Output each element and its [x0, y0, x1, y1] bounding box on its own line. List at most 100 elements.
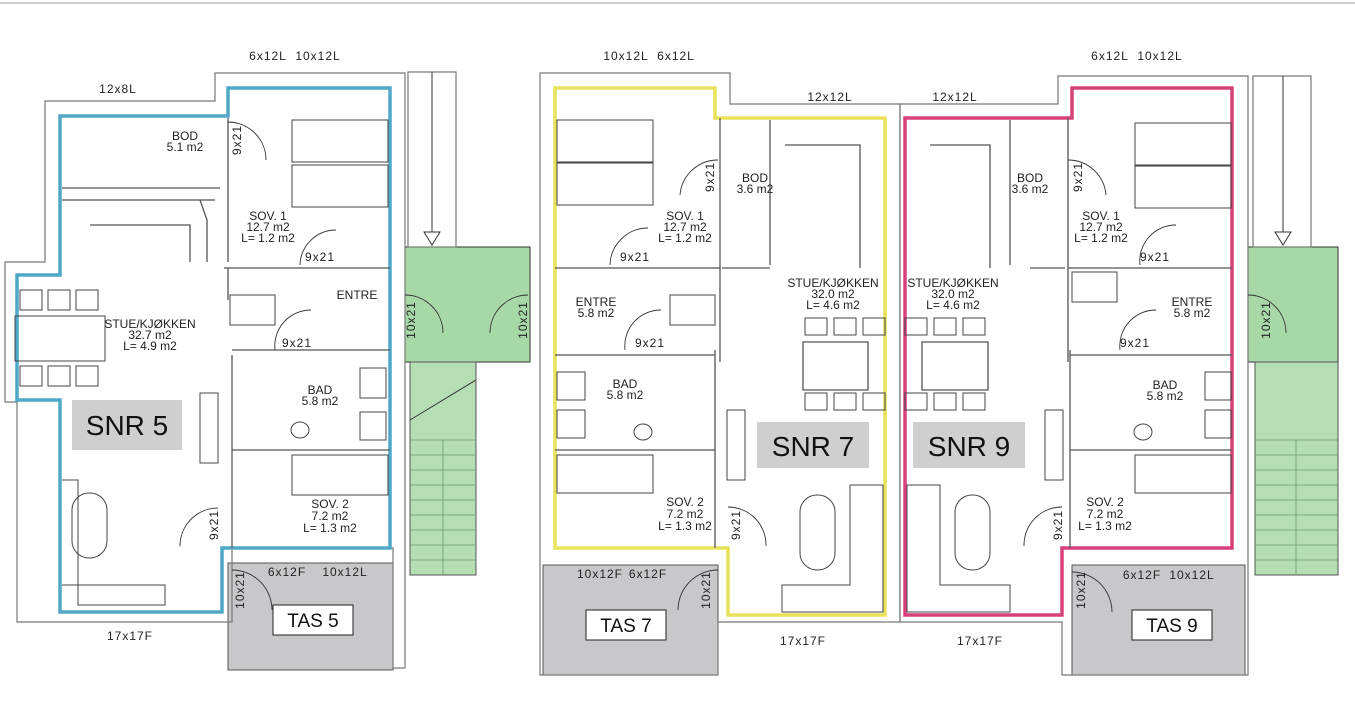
- room-name-sov1: SOV. 1: [1082, 209, 1120, 223]
- door-label: 9x21: [1140, 250, 1170, 264]
- room-storage-stue: L= 4.9 m2: [123, 339, 177, 353]
- interior-walls: [62, 118, 1232, 548]
- room-area-entre: 5.8 m2: [1174, 306, 1211, 320]
- room-name-bod: BOD: [742, 171, 768, 185]
- room-name-sov1: SOV. 1: [666, 209, 704, 223]
- unit-5: 12x8L 6x12L 10x12L BOD 5.1 m2 SOV. 1 12.…: [72, 49, 530, 643]
- terrace-label: TAS 9: [1146, 616, 1197, 637]
- door-label: 10x21: [699, 571, 713, 609]
- unit-label: SNR 7: [772, 431, 854, 462]
- unit-label-box: [757, 422, 869, 468]
- entry-landing-5-7: [404, 71, 531, 576]
- door-label: 9x21: [635, 336, 665, 350]
- room-name-entre: ENTRE: [337, 288, 378, 302]
- unit-label: SNR 5: [86, 410, 168, 441]
- window-label: 17x17F: [107, 629, 153, 643]
- window-label: 10x12F: [577, 567, 623, 581]
- room-storage-sov2: L= 1.3 m2: [1078, 519, 1132, 533]
- terrace-label-box: [585, 609, 667, 641]
- room-name-stue: STUE/KJØKKEN: [787, 276, 878, 290]
- window-label: 6x12L: [657, 49, 695, 63]
- window-label: 10x12L: [1169, 568, 1214, 582]
- door-label: 9x21: [305, 250, 335, 264]
- room-storage-sov2: L= 1.3 m2: [303, 521, 357, 535]
- room-storage-stue: L= 4.6 m2: [926, 298, 980, 312]
- door-label: 10x21: [1259, 301, 1273, 339]
- room-name-stue: STUE/KJØKKEN: [907, 276, 998, 290]
- door-label: 9x21: [703, 162, 717, 192]
- door-label: 9x21: [1051, 510, 1065, 540]
- door-label: 9x21: [729, 510, 743, 540]
- unit-5-outline: [15, 86, 392, 614]
- door-label: 10x21: [233, 571, 247, 609]
- room-storage-sov1: L= 1.2 m2: [1074, 231, 1128, 245]
- room-name-bad: BAD: [308, 383, 333, 397]
- furniture: [14, 119, 1232, 613]
- door-label: 10x21: [516, 301, 530, 339]
- window-label: 6x12F: [629, 567, 667, 581]
- room-area-bod: 3.6 m2: [1012, 182, 1049, 196]
- room-storage-sov1: L= 1.2 m2: [241, 231, 295, 245]
- door-label: 9x21: [620, 250, 650, 264]
- room-name-entre: ENTRE: [1172, 295, 1213, 309]
- unit-9-outline: [903, 86, 1234, 617]
- entry-landing-9: [1247, 75, 1339, 576]
- window-label: 10x12L: [322, 565, 367, 579]
- room-area-sov1: 12.7 m2: [663, 220, 707, 234]
- unit-label-box: [913, 422, 1025, 468]
- window-label: 6x12F: [1123, 568, 1161, 582]
- room-name-bad: BAD: [613, 377, 638, 391]
- room-name-sov2: SOV. 2: [1086, 495, 1124, 509]
- room-area-stue: 32.0 m2: [811, 287, 855, 301]
- room-area-sov1: 12.7 m2: [1079, 220, 1123, 234]
- room-area-bad: 5.8 m2: [302, 394, 339, 408]
- room-area-stue: 32.7 m2: [128, 328, 172, 342]
- unit-9: 12x12L 6x12L 10x12L BOD 3.6 m2 SOV. 1 12…: [907, 49, 1273, 648]
- window-label: 6x12F: [268, 565, 306, 579]
- room-name-sov2: SOV. 2: [666, 495, 704, 509]
- door-label: 9x21: [282, 336, 312, 350]
- door-label: 9x21: [207, 510, 221, 540]
- room-name-stue: STUE/KJØKKEN: [104, 317, 195, 331]
- window-label: 12x8L: [99, 82, 137, 96]
- room-area-bad: 5.8 m2: [1147, 389, 1184, 403]
- door-label: 10x21: [404, 301, 418, 339]
- room-name-entre: ENTRE: [576, 295, 617, 309]
- unit-label-box: [72, 400, 182, 450]
- door-label: 9x21: [230, 125, 244, 155]
- unit-label: SNR 9: [928, 431, 1010, 462]
- room-name-sov2: SOV. 2: [311, 497, 349, 511]
- window-label: 10x12L: [603, 49, 648, 63]
- room-storage-sov1: L= 1.2 m2: [658, 231, 712, 245]
- room-name-bad: BAD: [1153, 378, 1178, 392]
- room-storage-stue: L= 4.6 m2: [806, 298, 860, 312]
- room-area-bod: 5.1 m2: [167, 140, 204, 154]
- room-area-sov1: 12.7 m2: [246, 220, 290, 234]
- window-label: 10x12L: [1137, 49, 1182, 63]
- room-name-bod: BOD: [1017, 171, 1043, 185]
- terrace-label: TAS 5: [287, 611, 338, 632]
- room-name-sov1: SOV. 1: [249, 209, 287, 223]
- room-area-sov2: 7.2 m2: [312, 509, 349, 523]
- window-label: 10x12L: [295, 49, 340, 63]
- window-label: 17x17F: [957, 634, 1003, 648]
- room-area-entre: 5.8 m2: [578, 306, 615, 320]
- door-label: 10x21: [1074, 571, 1088, 609]
- window-label: 17x17F: [780, 634, 826, 648]
- unit-7: 10x12L 6x12L 12x12L BOD 3.6 m2 SOV. 1 12…: [576, 49, 879, 648]
- room-area-sov2: 7.2 m2: [667, 507, 704, 521]
- room-name-bod: BOD: [172, 129, 198, 143]
- door-label: 9x21: [1071, 162, 1085, 192]
- window-label: 6x12L: [1091, 49, 1129, 63]
- room-area-bod: 3.6 m2: [737, 182, 774, 196]
- terrace-label-box: [272, 604, 354, 636]
- room-storage-sov2: L= 1.3 m2: [658, 519, 712, 533]
- door-label: 9x21: [1120, 336, 1150, 350]
- window-label: 6x12L: [249, 49, 287, 63]
- room-area-sov2: 7.2 m2: [1087, 507, 1124, 521]
- door-swings: [179, 121, 1287, 613]
- window-label: 12x12L: [807, 90, 852, 104]
- room-area-bad: 5.8 m2: [607, 388, 644, 402]
- room-area-stue: 32.0 m2: [931, 287, 975, 301]
